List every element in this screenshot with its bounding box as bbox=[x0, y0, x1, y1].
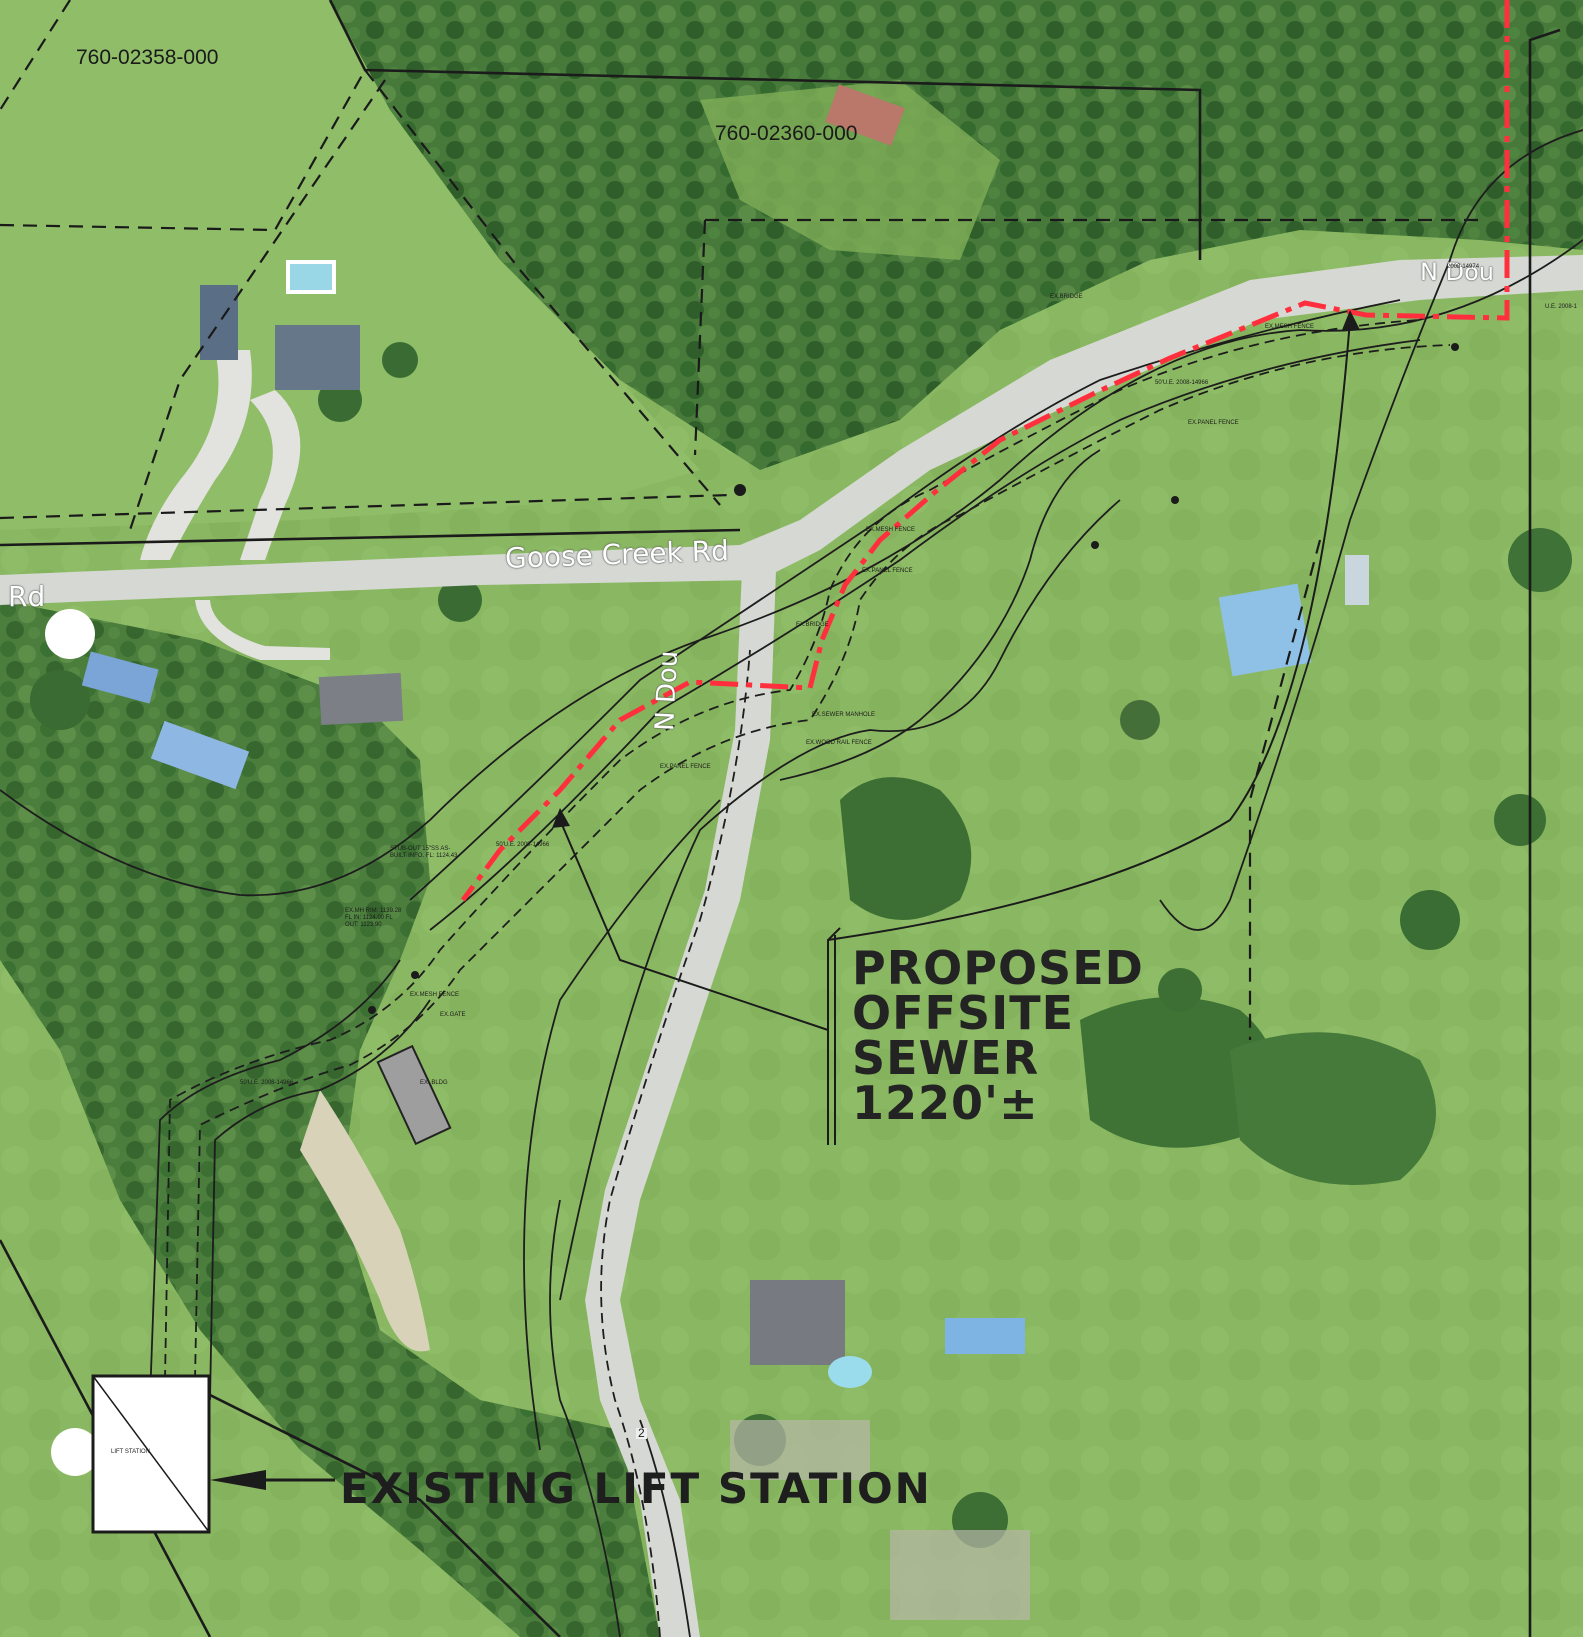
note: EX. BLDG bbox=[420, 1080, 448, 1086]
callout-line: OFFSITE bbox=[852, 986, 1074, 1040]
note: EX.MESH FENCE bbox=[1265, 324, 1315, 330]
road-label-rd: Rd bbox=[8, 580, 46, 613]
arrow-head bbox=[552, 808, 570, 828]
driveway bbox=[240, 390, 301, 560]
note: EX.MESH FENCE bbox=[410, 992, 460, 998]
note: EX.GATE bbox=[440, 1012, 466, 1018]
callout-line: 1220'± bbox=[852, 1076, 1039, 1130]
clearing bbox=[700, 80, 1000, 260]
tree bbox=[1508, 528, 1572, 592]
barn-roof bbox=[1218, 583, 1312, 677]
proposed-sewer-callout: PROPOSED OFFSITE SEWER 1220'± bbox=[852, 941, 1144, 1130]
contour-lines bbox=[0, 129, 1583, 1637]
building-roof bbox=[81, 651, 159, 704]
note: EX.SEWER MANHOLE bbox=[812, 712, 876, 718]
property-lines bbox=[0, 0, 1480, 1040]
parcel-label: 760-02358-000 bbox=[76, 46, 219, 69]
note: 50'U.E. 2008-14966 bbox=[1155, 380, 1209, 386]
tree-cluster-se bbox=[1230, 1032, 1436, 1185]
tree bbox=[382, 342, 418, 378]
note: EX.BRIDGE bbox=[796, 622, 829, 628]
road-label-n: N Dou bbox=[1420, 258, 1494, 286]
house-roof bbox=[750, 1280, 845, 1365]
note: 50'U.E. 2008-14966 bbox=[496, 842, 550, 848]
callout-leaders bbox=[559, 319, 1351, 1145]
house-roof bbox=[275, 325, 360, 390]
shed-roof bbox=[318, 672, 404, 726]
road-label-n-vertical: N Dou bbox=[650, 649, 685, 732]
garden-rows bbox=[730, 1420, 870, 1480]
tree bbox=[30, 670, 90, 730]
pool bbox=[828, 1356, 872, 1388]
white-marker bbox=[45, 609, 95, 659]
white-marker bbox=[51, 1428, 99, 1476]
easement-lines bbox=[164, 319, 1451, 1637]
driveway-loop bbox=[195, 600, 330, 660]
n-road bbox=[585, 570, 776, 1637]
tree bbox=[1494, 794, 1546, 846]
route-number: 2 bbox=[636, 1426, 647, 1440]
tree bbox=[438, 578, 482, 622]
note: EX.WOOD RAIL FENCE bbox=[806, 740, 872, 746]
lift-station-line bbox=[92, 1375, 210, 1533]
lift-station-arrow-head bbox=[210, 1470, 266, 1490]
house-roof bbox=[825, 84, 905, 146]
tree bbox=[1158, 968, 1202, 1012]
callout-line: PROPOSED bbox=[852, 941, 1144, 995]
callout-line: SEWER bbox=[852, 1031, 1040, 1085]
building-roof bbox=[150, 720, 250, 790]
house-roof bbox=[200, 285, 238, 360]
creek-bed bbox=[300, 1090, 430, 1352]
tree-cluster-east bbox=[840, 777, 972, 920]
existing-lift-station-callout: EXISTING LIFT STATION bbox=[340, 1464, 932, 1513]
swimming-pool bbox=[286, 260, 336, 294]
note: EX.MH RIM: 1139.28 FL IN: 1124.00 FL OUT… bbox=[345, 908, 402, 928]
proposed-sewer-route bbox=[460, 0, 1510, 902]
note: 2008-14974 bbox=[1447, 264, 1480, 270]
note: EX.BRIDGE bbox=[1050, 294, 1083, 300]
survey-points bbox=[368, 343, 1459, 1014]
note: EX.MESH FENCE bbox=[866, 527, 916, 533]
garden-rows bbox=[890, 1530, 1030, 1620]
parcel-label: 760-02360-000 bbox=[715, 122, 858, 145]
goose-creek-road bbox=[0, 255, 1583, 605]
trailer-roof bbox=[1345, 555, 1369, 605]
tree bbox=[1400, 890, 1460, 950]
note: EX.PANEL FENCE bbox=[862, 568, 913, 574]
building-roof bbox=[945, 1318, 1025, 1354]
note: EX.PANEL FENCE bbox=[660, 764, 711, 770]
note: STUB-OUT 15"SS AS-BUILT INFO. FL: 1124.4… bbox=[390, 846, 458, 859]
lift-station-box-label: LIFT STATION bbox=[111, 1449, 151, 1455]
driveway bbox=[140, 350, 252, 560]
ex-building bbox=[376, 1044, 452, 1146]
note: U.E. 2008-1 bbox=[1545, 304, 1578, 310]
arrow-head bbox=[1342, 310, 1360, 330]
tree-cluster-mid bbox=[1080, 997, 1276, 1148]
tree bbox=[1120, 700, 1160, 740]
note: 50'U.E. 2008-14966 bbox=[240, 1080, 294, 1086]
note: EX.PANEL FENCE bbox=[1188, 420, 1239, 426]
